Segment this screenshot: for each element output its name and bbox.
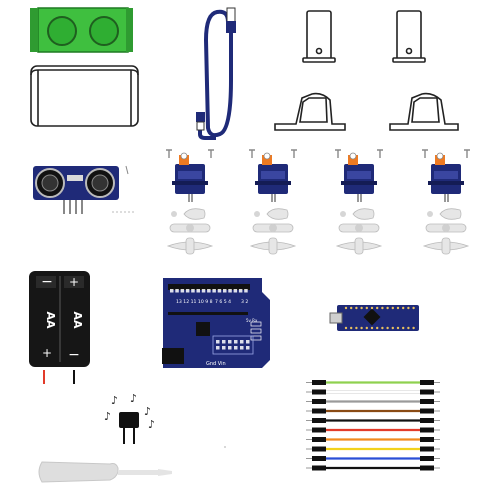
battery-minus-right: − — [68, 347, 80, 363]
jumper-wire — [306, 389, 440, 395]
jumper-wire — [306, 437, 440, 442]
svg-text:♪: ♪ — [144, 405, 151, 418]
svg-text:♪: ♪ — [130, 392, 137, 405]
battery-label-right: AA — [71, 311, 84, 329]
battery-label-left: AA — [44, 311, 57, 329]
servo-motor-icon — [422, 149, 470, 202]
servo-horn-icon — [249, 208, 297, 255]
svg-text:♪: ♪ — [104, 410, 111, 423]
servo-horn-icon — [166, 208, 214, 255]
battery-holder-icon — [29, 271, 90, 384]
servo-motor-icon — [335, 149, 383, 202]
white-enclosure-bottom-icon — [30, 65, 139, 127]
jumper-wire — [306, 465, 440, 471]
servo-horn-icon — [422, 208, 470, 255]
green-enclosure-top-icon — [30, 7, 133, 53]
jumper-wire — [306, 380, 440, 385]
servo-motor-icon — [166, 149, 470, 202]
servo-motor-icon — [249, 149, 297, 202]
shield-pin-numbers-3: 3 2 — [241, 299, 248, 305]
battery-minus-left: − — [41, 274, 53, 290]
svg-text:♪: ♪ — [111, 394, 118, 407]
jumper-wire — [306, 456, 440, 461]
screwdriver-icon — [38, 461, 172, 483]
sensor-shield-board-icon — [162, 278, 270, 368]
shield-misc-label: 5v Rx — [246, 318, 258, 323]
battery-plus-right: + — [69, 275, 79, 289]
jumper-wire — [306, 399, 440, 404]
shield-power-label: Gnd Vin — [206, 361, 226, 367]
usb-cable-icon — [196, 7, 236, 140]
shield-pin-numbers: 13 12 11 10 9 8 — [176, 299, 213, 305]
jumper-wire — [306, 408, 440, 414]
servo-horn-icon — [166, 208, 470, 255]
servo-motor-icon — [166, 149, 214, 202]
servo-horn-icon — [335, 208, 383, 255]
battery-plus-left: + — [42, 346, 52, 360]
jumper-wire — [306, 418, 440, 423]
small-dot — [224, 446, 226, 448]
svg-text:♪: ♪ — [148, 418, 155, 431]
jumper-wire — [306, 427, 440, 433]
bracket-base-icon — [274, 92, 459, 131]
jumper-wire — [306, 446, 440, 452]
ultrasonic-sensor-icon — [33, 165, 136, 214]
buzzer-icon: ♪ ♪ ♪ ♪ ♪ — [104, 392, 155, 444]
jumper-wires-icon — [306, 380, 440, 471]
shield-pin-numbers-2: 7 6 5 4 — [215, 299, 231, 305]
arduino-nano-icon — [329, 305, 419, 331]
bracket-upright-icon — [302, 10, 426, 63]
